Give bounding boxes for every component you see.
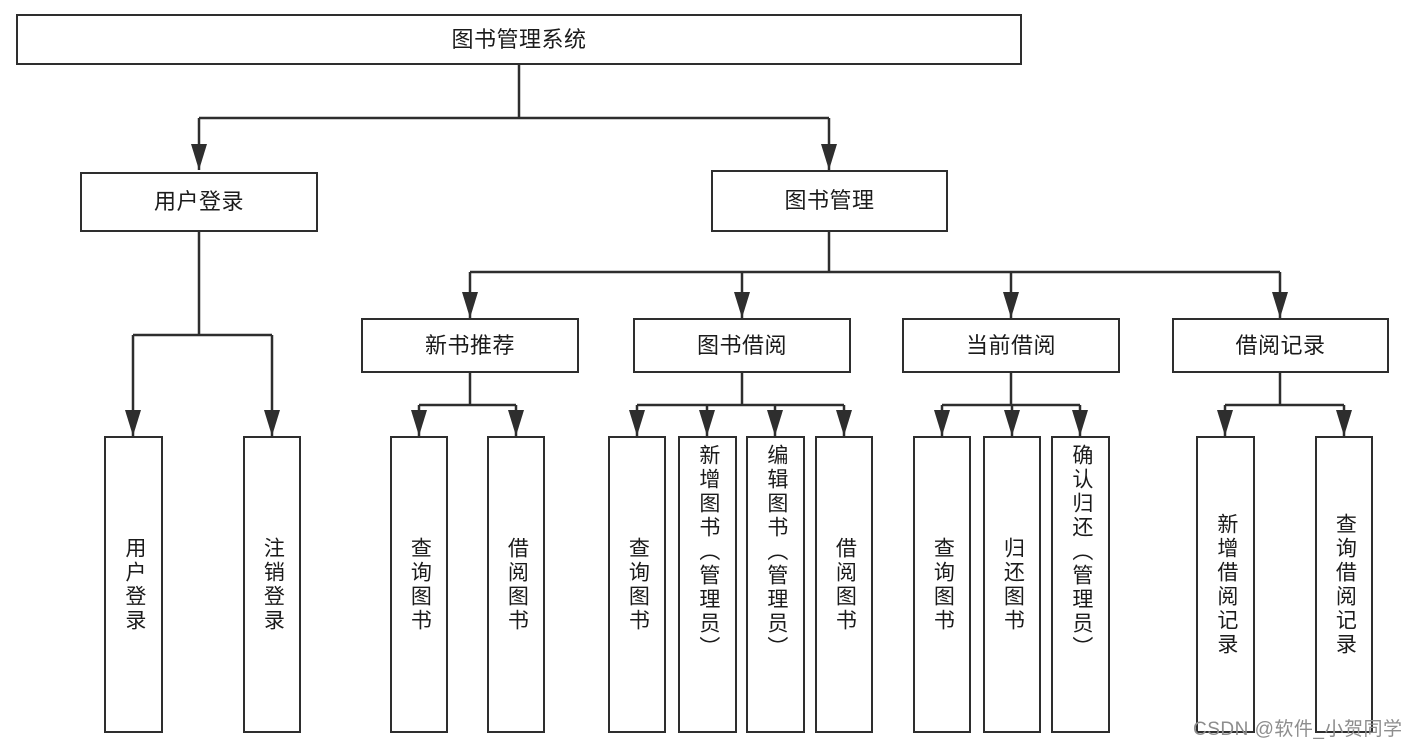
node-label: 借阅记录	[1235, 332, 1326, 358]
node-current-borrow[interactable]: 当前借阅	[902, 318, 1120, 373]
node-leaf-borrow-book-1[interactable]: 借阅图书	[487, 436, 545, 733]
connector-arrowhead	[836, 410, 852, 436]
node-leaf-add-borrow-record[interactable]: 新增借阅记录	[1196, 436, 1255, 733]
connector-arrowhead	[508, 410, 524, 436]
connector-arrowhead	[1003, 292, 1019, 318]
connector-arrowhead	[191, 144, 207, 170]
connector-arrowhead	[699, 410, 715, 436]
node-leaf-return-book[interactable]: 归还图书	[983, 436, 1041, 733]
connector-arrowhead	[821, 144, 837, 170]
node-user-login[interactable]: 用户登录	[80, 172, 318, 232]
node-label: 图书管理	[784, 188, 875, 214]
node-leaf-query-book-3[interactable]: 查询图书	[913, 436, 971, 733]
node-leaf-user-login[interactable]: 用户登录	[104, 436, 163, 733]
node-label: 确认归还（管理员）	[1069, 444, 1093, 660]
node-leaf-query-book-2[interactable]: 查询图书	[608, 436, 666, 733]
node-root[interactable]: 图书管理系统	[16, 14, 1022, 65]
node-label: 注销登录	[261, 536, 285, 633]
connector-arrowhead	[411, 410, 427, 436]
connector-arrowhead	[264, 410, 280, 436]
connector-arrowhead	[1217, 410, 1233, 436]
node-label: 用户登录	[122, 536, 146, 633]
node-leaf-query-book-1[interactable]: 查询图书	[390, 436, 448, 733]
node-label: 编辑图书（管理员）	[764, 444, 788, 660]
node-new-book-recommend[interactable]: 新书推荐	[361, 318, 579, 373]
csdn-watermark: CSDN @软件_小贺同学	[1193, 719, 1403, 740]
connector-arrowhead	[125, 410, 141, 436]
connector-arrowhead	[734, 292, 750, 318]
connector-arrowhead	[934, 410, 950, 436]
node-leaf-borrow-book-2[interactable]: 借阅图书	[815, 436, 873, 733]
node-label: 查询借阅记录	[1333, 512, 1357, 657]
connector-arrowhead	[767, 410, 783, 436]
node-leaf-query-borrow-record[interactable]: 查询借阅记录	[1315, 436, 1373, 733]
connector-arrowhead	[1272, 292, 1288, 318]
node-book-manage[interactable]: 图书管理	[711, 170, 948, 232]
node-leaf-add-book-admin[interactable]: 新增图书（管理员）	[678, 436, 737, 733]
node-label: 新增图书（管理员）	[696, 444, 720, 660]
node-label: 当前借阅	[965, 332, 1056, 358]
connector-arrowhead	[1336, 410, 1352, 436]
connector-arrowhead	[1072, 410, 1088, 436]
node-label: 归还图书	[1001, 536, 1025, 633]
node-label: 新书推荐	[424, 332, 515, 358]
connector-arrowhead	[1004, 410, 1020, 436]
node-label: 借阅图书	[833, 536, 857, 633]
node-label: 查询图书	[931, 536, 955, 633]
connector-arrowhead	[462, 292, 478, 318]
node-leaf-user-logout[interactable]: 注销登录	[243, 436, 301, 733]
node-label: 借阅图书	[505, 536, 529, 633]
node-leaf-confirm-return-admin[interactable]: 确认归还（管理员）	[1051, 436, 1110, 733]
node-borrow-record[interactable]: 借阅记录	[1172, 318, 1389, 373]
node-book-borrow[interactable]: 图书借阅	[633, 318, 851, 373]
node-label: 查询图书	[408, 536, 432, 633]
node-label: 查询图书	[626, 536, 650, 633]
node-label: 图书管理系统	[451, 26, 587, 52]
node-label: 用户登录	[153, 189, 244, 215]
node-leaf-edit-book-admin[interactable]: 编辑图书（管理员）	[746, 436, 805, 733]
node-label: 新增借阅记录	[1214, 512, 1238, 657]
node-label: 图书借阅	[696, 332, 787, 358]
connector-arrowhead	[629, 410, 645, 436]
